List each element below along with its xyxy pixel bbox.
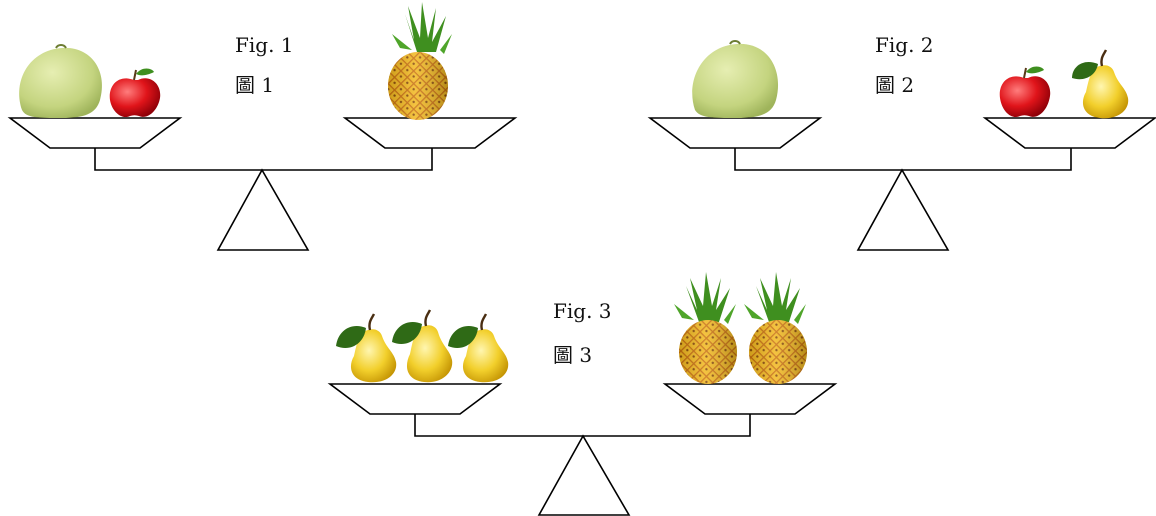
figure-3: Fig. 3 圖 3 [327,272,838,516]
pineapple-icon [674,272,737,384]
pear-icon [448,313,509,383]
apple-icon [109,68,161,118]
pear-icon [1072,49,1129,119]
figure-2-label-en: Fig. 2 [875,33,934,57]
figure-1-label-en: Fig. 1 [235,33,294,57]
scale-3-beam [414,414,751,437]
scale-1 [7,117,518,251]
figure-3-label-zh: 圖 3 [553,343,592,367]
figure-1: Fig. 1 圖 1 [7,2,518,251]
pomelo-icon [19,44,103,118]
pineapple-icon [388,2,452,120]
pineapple-icon [744,272,807,384]
pear-icon [336,313,397,383]
apple-icon [999,66,1051,118]
scale-3-fulcrum [537,434,631,516]
scale-2-left-pan [647,117,823,149]
scale-2 [647,117,1156,251]
scale-1-fulcrum [216,168,310,251]
scale-1-beam [94,148,433,171]
scale-3 [327,383,838,516]
scale-2-right-pan [982,117,1156,149]
scale-1-right-pan [342,117,518,149]
figure-3-label-en: Fig. 3 [553,299,612,323]
scale-2-beam [734,148,1072,171]
figure-2-label-zh: 圖 2 [875,73,914,97]
scale-3-left-pan [327,383,503,415]
scale-2-fulcrum [856,168,950,251]
pomelo-icon [692,40,779,118]
figure-2: Fig. 2 圖 2 [647,33,1156,251]
pear-icon [392,309,453,383]
figure-1-label-zh: 圖 1 [235,73,274,97]
scale-1-left-pan [7,117,183,149]
scale-3-right-pan [662,383,838,415]
